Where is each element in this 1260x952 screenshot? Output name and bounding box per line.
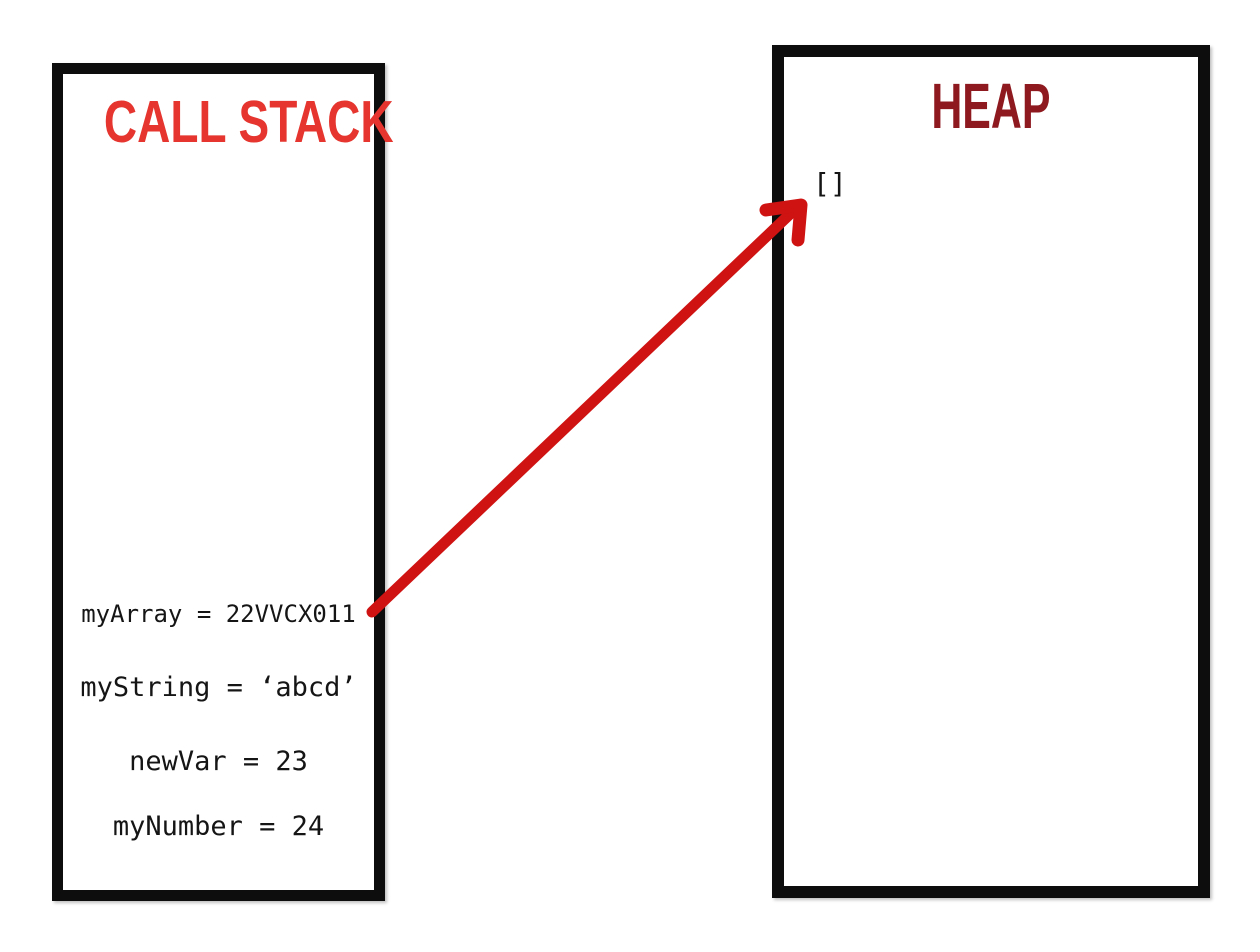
call-stack-title: CALL STACK: [63, 88, 394, 156]
call-stack-title-label: CALL STACK: [103, 89, 394, 155]
variable-newvar: newVar = 23: [129, 746, 308, 777]
variable-mynumber: myNumber = 24: [112, 811, 325, 842]
variable-mystring: myString = ‘abcd’: [80, 672, 357, 703]
arrow-shaft: [366, 208, 796, 618]
variable-myarray: myArray = 22VVCX011: [81, 600, 356, 628]
heap-title-label: HEAP: [931, 70, 1051, 142]
heap-title: HEAP: [784, 69, 1198, 143]
heap-box: HEAP []: [772, 45, 1210, 898]
call-stack-box: CALL STACK myArray = 22VVCX011 myString …: [52, 63, 394, 901]
heap-array-literal: []: [813, 167, 847, 200]
